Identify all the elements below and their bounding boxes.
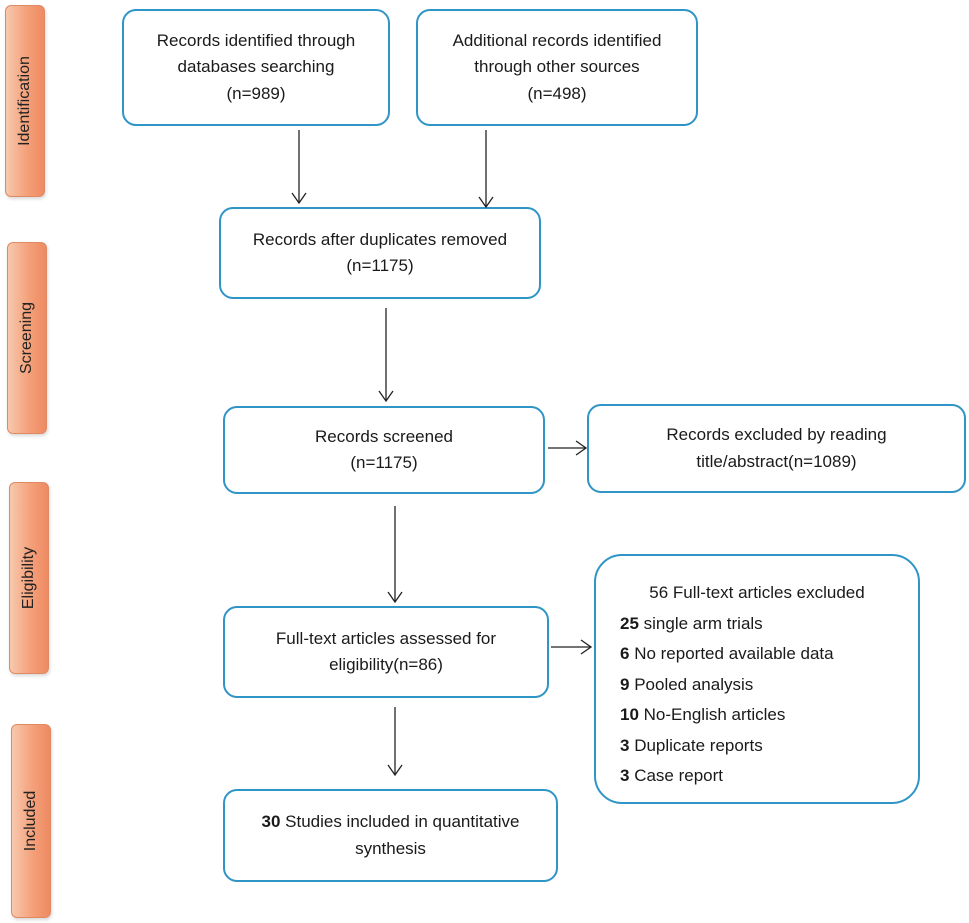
- box-records-excluded-line1: Records excluded by reading: [666, 425, 887, 445]
- exclusion-label: single arm trials: [638, 613, 763, 633]
- exclusion-count: 9: [620, 674, 630, 694]
- arrow-database-to-duplicates: [291, 130, 307, 205]
- box-records-database: Records identified through databases sea…: [122, 9, 390, 126]
- included-line1-text: Studies included in quantitative: [280, 812, 520, 832]
- exclusion-item: 9 Pooled analysis: [620, 670, 918, 701]
- box-records-other-line1: Additional records identified: [452, 30, 662, 50]
- box-records-screened-line1: Records screened: [315, 426, 453, 446]
- box-records-other-sources: Additional records identified through ot…: [416, 9, 698, 126]
- exclusion-count: 25: [620, 613, 639, 633]
- arrow-fulltext-to-included: [387, 707, 403, 777]
- box-fulltext-line2: eligibility(n=86): [329, 655, 443, 674]
- box-included-line1: 30 Studies included in quantitative: [261, 809, 519, 835]
- exclusion-count: 3: [620, 766, 630, 785]
- included-count: 30: [261, 812, 281, 832]
- exclusion-item: 3 Duplicate reports: [620, 731, 918, 762]
- fulltext-excluded-header: 56 Full-text articles excluded: [649, 583, 865, 602]
- box-records-database-line3: (n=989): [226, 83, 286, 103]
- box-records-screened: Records screened (n=1175): [223, 406, 545, 494]
- exclusion-count: 3: [620, 735, 630, 755]
- box-records-database-line2: databases searching: [177, 57, 335, 77]
- box-records-other-line2: through other sources: [474, 57, 640, 77]
- exclusion-item: 25 single arm trials: [620, 609, 918, 640]
- arrow-screened-to-excluded: [548, 440, 588, 456]
- box-after-duplicates: Records after duplicates removed (n=1175…: [219, 207, 541, 299]
- box-included-line2: synthesis: [355, 838, 426, 858]
- exclusion-label: No-English articles: [638, 705, 786, 724]
- arrow-other-to-duplicates: [478, 130, 494, 209]
- stage-identification: Identification: [5, 5, 45, 197]
- box-records-excluded-line2: title/abstract(n=1089): [696, 451, 857, 471]
- exclusion-count: 6: [620, 644, 630, 663]
- box-records-other-line3: (n=498): [527, 83, 587, 103]
- exclusion-label: Pooled analysis: [629, 674, 754, 694]
- stage-eligibility: Eligibility: [9, 482, 49, 674]
- stage-screening: Screening: [7, 242, 47, 434]
- exclusion-count: 10: [620, 705, 639, 724]
- box-records-database-line1: Records identified through: [156, 30, 356, 50]
- arrow-fulltext-to-excluded: [551, 639, 593, 655]
- exclusion-label: Case report: [629, 766, 724, 785]
- box-after-duplicates-line1: Records after duplicates removed: [252, 229, 508, 249]
- exclusion-item: 3 Case report: [620, 761, 918, 792]
- exclusion-item: 10 No-English articles: [620, 700, 918, 731]
- box-fulltext-line1: Full-text articles assessed for: [275, 628, 497, 648]
- box-studies-included: 30 Studies included in quantitative synt…: [223, 789, 558, 882]
- box-records-excluded: Records excluded by reading title/abstra…: [587, 404, 966, 493]
- exclusion-label: No reported available data: [629, 644, 834, 663]
- box-records-screened-line2: (n=1175): [350, 453, 418, 472]
- exclusion-item: 6 No reported available data: [620, 639, 918, 670]
- arrow-screened-to-fulltext: [387, 506, 403, 604]
- exclusion-label: Duplicate reports: [629, 735, 763, 755]
- box-fulltext-assessed: Full-text articles assessed for eligibil…: [223, 606, 549, 698]
- box-fulltext-excluded: 56 Full-text articles excluded 25 single…: [594, 554, 920, 804]
- arrow-duplicates-to-screened: [378, 308, 394, 403]
- box-after-duplicates-line2: (n=1175): [346, 256, 414, 275]
- stage-included: Included: [11, 724, 51, 918]
